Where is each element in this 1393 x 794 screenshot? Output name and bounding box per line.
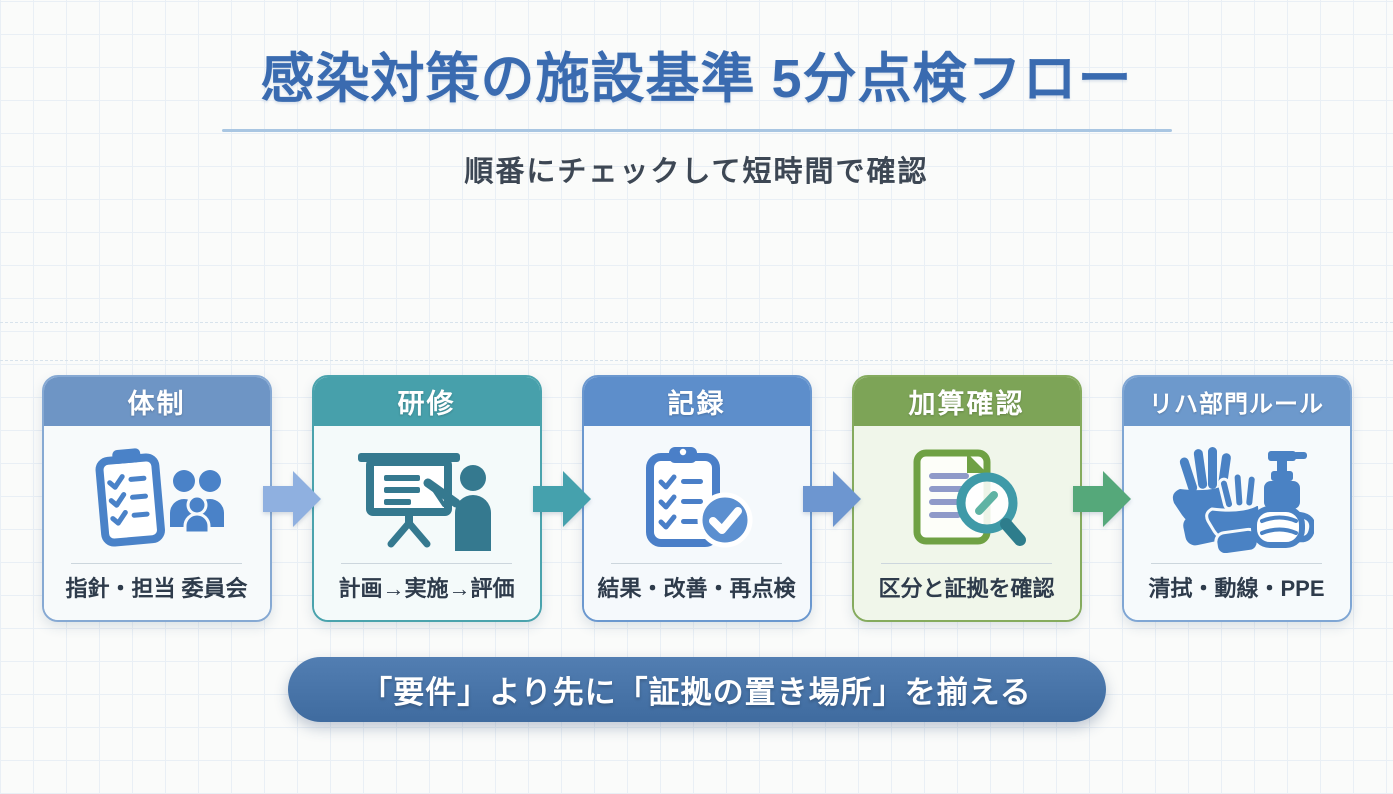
flow-arrow-2 [532,375,591,622]
background-dashed-line [0,360,1393,361]
card-divider [70,563,243,564]
step-title: 体制 [127,389,186,419]
step-title: 記録 [667,389,726,419]
page-subtitle: 順番にチェックして短時間で確認 [464,156,929,188]
step-header: 体制 [43,377,270,426]
background-dashed-line [0,322,1393,323]
step-card-kenshu: 研修 計画→実施→評価 [311,375,542,622]
flow-arrow-3 [802,375,861,622]
step-header: リハ部門ルール [1123,377,1350,426]
step-caption: 指針・担当 委員会 [65,576,248,601]
card-divider [610,563,783,564]
step-body: 指針・担当 委員会 [43,426,270,620]
card-divider [1150,563,1323,564]
step-header: 記録 [583,377,810,426]
document-magnifier-icon [903,432,1031,563]
step-card-kiroku: 記録 結果・改善・再点検 [581,375,812,622]
step-card-kasan-kakunin: 加算確認 区分と証拠を確認 [851,375,1082,622]
flow-arrow-4 [1072,375,1131,622]
step-caption: 清拭・動線・PPE [1148,576,1325,601]
step-title: リハ部門ルール [1149,391,1324,418]
step-title: 研修 [397,389,456,419]
training-presentation-icon [356,432,498,563]
step-card-taisei: 体制 [41,375,272,622]
step-title: 加算確認 [908,389,1025,419]
title-divider [221,129,1172,132]
step-header: 研修 [313,377,540,426]
step-body: 計画→実施→評価 [313,426,540,620]
step-body: 区分と証拠を確認 [853,426,1080,620]
card-divider [880,563,1053,564]
flow-row: 体制 [0,375,1393,622]
step-header: 加算確認 [853,377,1080,426]
card-divider [340,563,513,564]
step-body: 結果・改善・再点検 [583,426,810,620]
key-message-banner: 「要件」より先に「証拠の置き場所」を揃える [287,657,1106,722]
step-caption: 計画→実施→評価 [338,576,515,601]
step-body: 清拭・動線・PPE [1123,426,1350,620]
record-check-icon [636,432,758,563]
header: 感染対策の施設基準 5分点検フロー 順番にチェックして短時間で確認 [0,34,1393,190]
key-message-text: 「要件」より先に「証拠の置き場所」を揃える [361,675,1032,710]
ppe-items-icon [1160,432,1314,563]
step-caption: 区分と証拠を確認 [878,576,1055,601]
page-title: 感染対策の施設基準 5分点検フロー [260,49,1133,109]
flow-arrow-1 [262,375,321,622]
step-caption: 結果・改善・再点検 [597,576,796,601]
step-card-riha-rules: リハ部門ルール [1121,375,1352,622]
clipboard-team-icon [90,432,224,563]
